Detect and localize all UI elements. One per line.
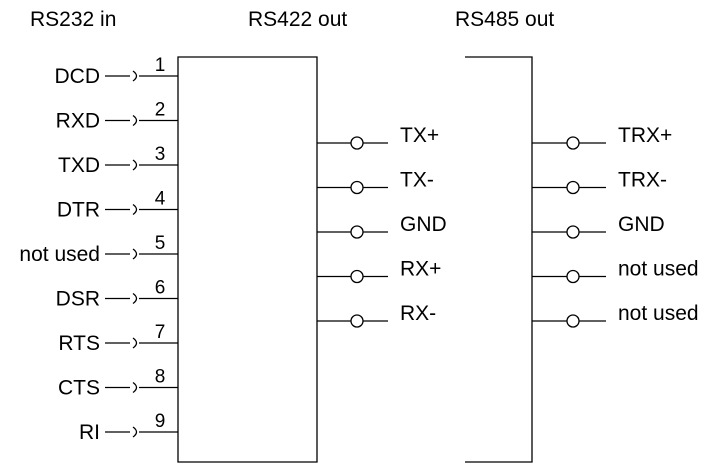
rs485-signal-label: TRX+ <box>618 124 672 147</box>
rs232-pin-number: 1 <box>155 55 166 76</box>
rs232-socket-symbol <box>132 114 138 127</box>
rs232-signal-label: RTS <box>58 332 100 355</box>
rs485-signal-label: GND <box>618 213 665 236</box>
rs232-signal-label: not used <box>19 243 100 266</box>
rs232-socket-symbol <box>132 248 138 260</box>
rs232-rs422-box <box>177 56 318 463</box>
rs232-pin-number: 3 <box>155 144 166 165</box>
rs422-signal-label: RX+ <box>400 258 441 281</box>
rs232-signal-label: CTS <box>58 377 100 400</box>
rs422-terminal-icon <box>350 225 364 239</box>
rs485-signal-label: TRX- <box>618 169 667 192</box>
rs422-signal-label: TX+ <box>400 124 439 147</box>
rs485-terminal-icon <box>566 314 580 328</box>
rs232-socket-symbol <box>132 337 138 349</box>
rs232-signal-label: DTR <box>57 199 100 222</box>
rs422-header: RS422 out <box>248 8 347 31</box>
rs232-pin-number: 2 <box>155 100 166 121</box>
rs422-signal-label: GND <box>400 213 447 236</box>
rs485-terminal-icon <box>566 136 580 150</box>
rs422-signal-label: RX- <box>400 302 436 325</box>
rs422-terminal-icon <box>350 269 364 284</box>
rs232-pin-number: 6 <box>155 278 166 299</box>
rs485-signal-label: not used <box>618 258 699 281</box>
rs485-terminal-icon <box>566 180 580 195</box>
rs232-socket-symbol <box>132 292 138 305</box>
rs485-terminal-icon <box>566 225 580 239</box>
rs422-signal-label: TX- <box>400 169 434 192</box>
rs232-signal-label: RI <box>79 421 100 444</box>
rs232-socket-symbol <box>132 381 138 394</box>
rs485-terminal-icon <box>566 269 580 284</box>
rs232-pin-number: 9 <box>155 411 166 432</box>
rs485-header: RS485 out <box>455 8 554 31</box>
rs422-pin-group: TX+ TX- GND RX+ RX- <box>317 124 447 328</box>
rs232-socket-symbol <box>132 426 138 438</box>
rs232-signal-label: TXD <box>58 154 100 177</box>
rs422-terminal-icon <box>350 136 364 150</box>
rs232-pin-number: 4 <box>155 189 166 210</box>
rs232-socket-symbol <box>132 159 138 171</box>
rs485-signal-label: not used <box>618 302 699 325</box>
rs232-signal-label: DSR <box>56 288 100 311</box>
rs485-bracket <box>465 56 533 463</box>
rs232-signal-label: DCD <box>55 65 101 88</box>
rs232-socket-symbol <box>132 70 138 82</box>
rs232-pin-number: 8 <box>155 367 166 388</box>
rs232-pin-number: 7 <box>155 322 166 343</box>
rs422-terminal-icon <box>350 314 364 328</box>
rs485-pin-group: TRX+ TRX- GND not used not used <box>532 124 699 328</box>
rs232-signal-label: RXD <box>56 110 100 133</box>
rs232-socket-symbol <box>132 203 138 216</box>
rs232-pin-number: 5 <box>155 233 166 254</box>
rs232-header: RS232 in <box>30 8 116 31</box>
rs422-terminal-icon <box>350 180 364 195</box>
